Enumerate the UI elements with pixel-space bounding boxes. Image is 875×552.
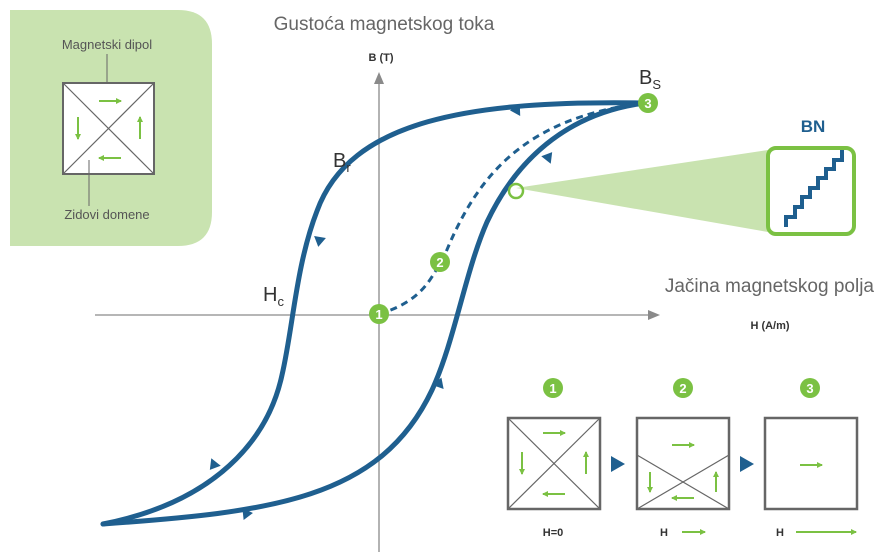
state-3: 3 H bbox=[765, 378, 857, 539]
initial-magnetization-curve bbox=[379, 103, 645, 314]
curve-marker-1: 1 bbox=[369, 304, 389, 324]
state-3-caption: H bbox=[776, 527, 784, 539]
state-2-caption: H bbox=[660, 527, 668, 539]
y-axis-title: Gustoća magnetskog toka bbox=[274, 14, 495, 35]
zoom-box bbox=[768, 148, 854, 234]
curve-marker-2: 2 bbox=[430, 252, 450, 272]
svg-text:3: 3 bbox=[644, 96, 651, 111]
y-axis-unit: B (T) bbox=[368, 52, 393, 64]
hc-label: Hc bbox=[263, 284, 284, 309]
svg-text:1: 1 bbox=[549, 381, 556, 396]
bs-label: BS bbox=[639, 67, 661, 92]
arrow-icon bbox=[205, 458, 221, 473]
x-axis-title: Jačina magnetskog polja bbox=[665, 276, 875, 297]
state-1-caption: H=0 bbox=[543, 527, 564, 539]
arrow-icon bbox=[312, 236, 326, 248]
domain-box bbox=[765, 418, 857, 509]
zoom-label: BN bbox=[801, 117, 826, 136]
triangle-right-icon bbox=[740, 456, 754, 472]
x-axis-arrowhead bbox=[648, 310, 660, 320]
svg-text:2: 2 bbox=[436, 255, 443, 270]
state-2: 2 H bbox=[637, 378, 729, 539]
walls-label: Zidovi domene bbox=[64, 207, 149, 222]
svg-text:3: 3 bbox=[806, 381, 813, 396]
arrow-icon bbox=[541, 148, 557, 163]
state-1: 1 H=0 bbox=[508, 378, 600, 539]
svg-text:2: 2 bbox=[679, 381, 686, 396]
curve-marker-3: 3 bbox=[638, 93, 658, 113]
dipole-label: Magnetski dipol bbox=[62, 37, 152, 52]
y-axis-arrowhead bbox=[374, 72, 384, 84]
triangle-right-icon bbox=[611, 456, 625, 472]
zoom-point-marker bbox=[509, 184, 523, 198]
svg-text:1: 1 bbox=[375, 307, 382, 322]
br-label: Br bbox=[333, 150, 351, 175]
legend-domain-box bbox=[63, 83, 154, 174]
x-axis-unit: H (A/m) bbox=[750, 320, 789, 332]
zoom-wedge bbox=[516, 150, 768, 232]
